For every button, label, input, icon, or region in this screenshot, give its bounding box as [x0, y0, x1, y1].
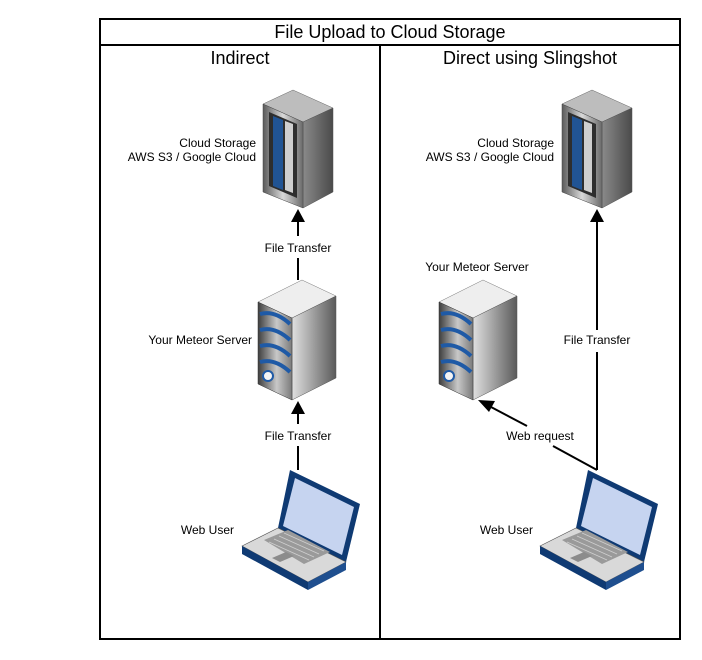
laptop-icon [539, 469, 659, 591]
right-cloud-label-line2: AWS S3 / Google Cloud [426, 150, 554, 164]
right-user-label: Web User [480, 523, 533, 537]
outer-frame [99, 18, 681, 640]
diagram-title: File Upload to Cloud Storage [274, 22, 505, 42]
lane-title-indirect: Indirect [210, 48, 269, 68]
right-web-request-label: Web request [506, 429, 574, 443]
left-transfer-bottom-label: File Transfer [265, 429, 332, 443]
cloud-storage-rack-icon [262, 89, 334, 209]
cloud-storage-rack-icon [561, 89, 633, 209]
right-cloud-label-line1: Cloud Storage [477, 136, 554, 150]
laptop-icon [241, 469, 361, 591]
meteor-server-icon [437, 278, 519, 402]
left-arrowhead-cloud [291, 209, 305, 222]
right-arrowhead-cloud [590, 209, 604, 222]
meteor-server-icon [256, 278, 338, 402]
right-edge-web-request-lower [552, 445, 598, 471]
right-arrowhead-server [478, 400, 495, 412]
lane-title-direct: Direct using Slingshot [443, 48, 617, 68]
left-user-label: Web User [181, 523, 234, 537]
right-edge-web-request-upper [490, 406, 528, 427]
left-server-label: Your Meteor Server [148, 333, 252, 347]
right-server-label: Your Meteor Server [425, 260, 529, 274]
left-transfer-top-label: File Transfer [265, 241, 332, 255]
left-cloud-label-line1: Cloud Storage [179, 136, 256, 150]
right-transfer-label: File Transfer [564, 333, 631, 347]
left-arrowhead-server [291, 401, 305, 414]
left-cloud-label-line2: AWS S3 / Google Cloud [128, 150, 256, 164]
